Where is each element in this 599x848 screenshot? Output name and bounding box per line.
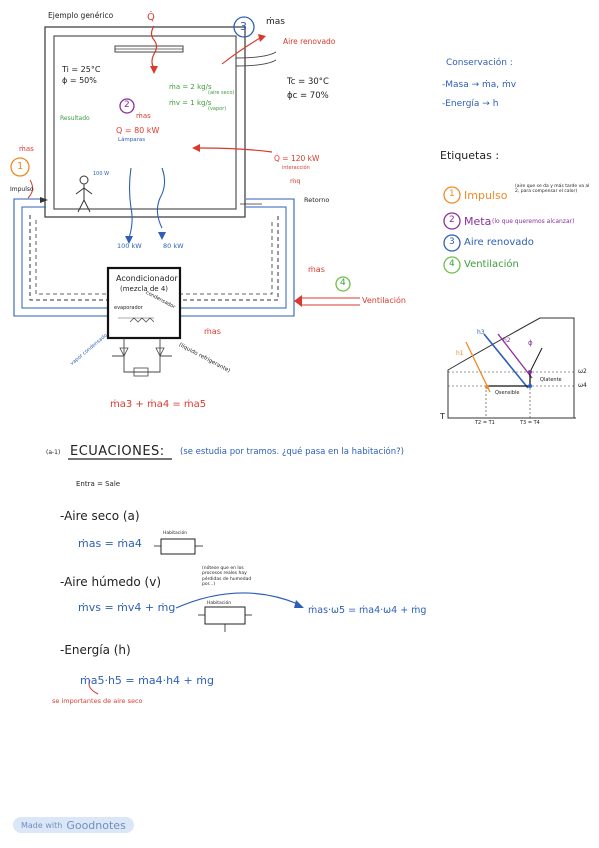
eq-humedo-note: (nótese que en los procesos reales hay p… bbox=[202, 566, 252, 588]
eq-energia: -Energía (h) bbox=[60, 643, 131, 657]
impulso-label: Impulso bbox=[10, 186, 34, 193]
eq-box-2 bbox=[204, 606, 246, 625]
chart-qsensible: Qsensible bbox=[495, 390, 520, 396]
legend-label-1: Impulso bbox=[464, 189, 508, 202]
badge-4: 4 bbox=[340, 278, 346, 288]
heat-flow-1 bbox=[128, 167, 133, 239]
eq-aire-humedo-formula: ṁvs = ṁv4 + ṁg bbox=[78, 601, 176, 614]
eq-energia-formula: ṁa5·h5 = ṁa4·h4 + ṁg bbox=[80, 674, 214, 687]
room-m-as-mid: ṁas bbox=[136, 112, 151, 120]
m-as-vent: ṁas bbox=[308, 265, 325, 274]
person-figure bbox=[75, 175, 93, 213]
legend-num-1: 1 bbox=[449, 189, 455, 199]
return-duct-dashed bbox=[29, 215, 279, 301]
conservation-line1: -Masa → ṁa, ṁv bbox=[442, 80, 517, 90]
heat-squiggle-top bbox=[150, 25, 158, 69]
room-ti: Ti = 25°C bbox=[62, 65, 101, 74]
room-q-lat: Q = 80 kW bbox=[116, 126, 160, 135]
ac-mix-equation: ṁa3 + ṁa4 = ṁa5 bbox=[110, 399, 207, 410]
room-lamparas: Lámparas bbox=[118, 137, 146, 143]
legend-num-2: 2 bbox=[449, 215, 455, 225]
chart-w4: ω4 bbox=[578, 382, 587, 389]
eq-aire-humedo: -Aire húmedo (v) bbox=[60, 575, 161, 589]
ac-evaporador: evaporador bbox=[114, 305, 143, 311]
eq-prefix: (a-1) bbox=[46, 449, 61, 456]
legend-label-3: Aire renovado bbox=[464, 237, 534, 248]
legend-label-2: Meta bbox=[464, 215, 492, 228]
retorno-label: Retorno bbox=[304, 196, 330, 204]
eq-aire-seco-formula: ṁas = ṁa4 bbox=[78, 537, 142, 550]
legend-num-3: 3 bbox=[449, 237, 455, 247]
outside-tc: Tc = 30°C bbox=[287, 77, 329, 87]
eq-energia-note: se importantes de aire seco bbox=[52, 697, 143, 705]
eq-box-1 bbox=[160, 538, 196, 555]
room-retardo: Resultado bbox=[60, 115, 90, 122]
badge-1: 1 bbox=[17, 161, 24, 172]
chart-h3: h3 bbox=[477, 329, 485, 336]
room-mv: ṁv = 1 kg/s bbox=[169, 99, 212, 107]
heat-input-arrow bbox=[199, 147, 273, 153]
badge-2: 2 bbox=[124, 100, 130, 110]
goodnotes-brand: Goodnotes bbox=[66, 818, 126, 832]
q-input-label: Q̇ = 120 kW bbox=[274, 154, 320, 163]
legend-circles bbox=[443, 186, 461, 274]
chart-phi: ϕ bbox=[528, 339, 533, 347]
flow-label-2: 80 kW bbox=[163, 242, 184, 250]
eq-box1-label: Habitación bbox=[163, 531, 188, 536]
room-phi: ϕ = 50% bbox=[62, 76, 97, 85]
chart-qlatente: Qlatente bbox=[540, 377, 562, 383]
heat-flow-2 bbox=[156, 167, 166, 229]
ventilacion-label: Ventilación bbox=[362, 296, 406, 305]
ac-m-as-right: ṁas bbox=[204, 327, 221, 336]
psychrometric-chart bbox=[447, 317, 576, 419]
ac-subtitle: (mezcla de 4) bbox=[120, 285, 168, 293]
chart-h2: h2 bbox=[503, 337, 511, 344]
eq-subtitle: (se estudia por tramos. ¿qué pasa en la … bbox=[180, 447, 404, 457]
chart-t-axis: T bbox=[440, 412, 445, 421]
goodnotes-badge[interactable]: Made with Goodnotes bbox=[13, 817, 134, 833]
room-outer-wall bbox=[44, 26, 246, 218]
badge-3: 3 bbox=[240, 20, 247, 33]
room-mv-note: (vapor) bbox=[208, 106, 227, 112]
flow-label-1: 100 kW bbox=[117, 242, 142, 250]
page-title: Ejemplo genérico bbox=[48, 11, 114, 20]
ac-title: Acondicionador bbox=[116, 274, 178, 283]
room-ma: ṁa = 2 kg/s bbox=[169, 83, 212, 91]
m-as-top: ṁas bbox=[266, 17, 285, 27]
person-note: 100 W bbox=[93, 171, 110, 177]
eq-aire-humedo-formula-2: ṁas·ω5 = ṁa4·ω4 + ṁg bbox=[308, 605, 427, 616]
room-inner-wall bbox=[53, 35, 237, 210]
q-top-label: Q̇ bbox=[147, 12, 155, 23]
legend-title: Etiquetas : bbox=[440, 149, 500, 162]
humedo-arrow bbox=[175, 592, 299, 609]
mq-small: ṁq bbox=[290, 177, 301, 185]
eq-entra-sale: Entra = Sale bbox=[76, 480, 121, 488]
chart-ta: T2 = T1 bbox=[475, 420, 495, 426]
chart-w2: ω2 bbox=[578, 368, 587, 375]
legend-note-1: (aire que se da y más tarde va al 2, par… bbox=[515, 184, 590, 195]
q-input-note: interacción bbox=[282, 165, 310, 171]
chart-h1: h1 bbox=[456, 350, 464, 357]
conservation-title: Conservación : bbox=[446, 58, 513, 68]
eq-aire-seco: -Aire seco (a) bbox=[60, 509, 140, 523]
conservation-line2: -Energía → h bbox=[442, 99, 499, 109]
eq-title: ECUACIONES: bbox=[70, 444, 165, 459]
room-ma-note: (aire seco) bbox=[208, 90, 235, 96]
eq-box2-label: Habitación bbox=[207, 601, 232, 606]
outside-phi: ϕc = 70% bbox=[287, 91, 329, 101]
ac-unit-box bbox=[106, 266, 182, 340]
legend-note-2: (lo que queremos alcanzar) bbox=[492, 218, 575, 225]
legend-label-4: Ventilación bbox=[464, 259, 519, 270]
made-with-text: Made with bbox=[21, 820, 63, 830]
chart-tb: T3 = T4 bbox=[520, 420, 540, 426]
aire-renovado-label: Aire renovado bbox=[283, 37, 336, 46]
aire-renovado-arrow bbox=[221, 37, 261, 65]
m-as-left: ṁas bbox=[19, 145, 34, 153]
legend-num-4: 4 bbox=[449, 259, 455, 269]
